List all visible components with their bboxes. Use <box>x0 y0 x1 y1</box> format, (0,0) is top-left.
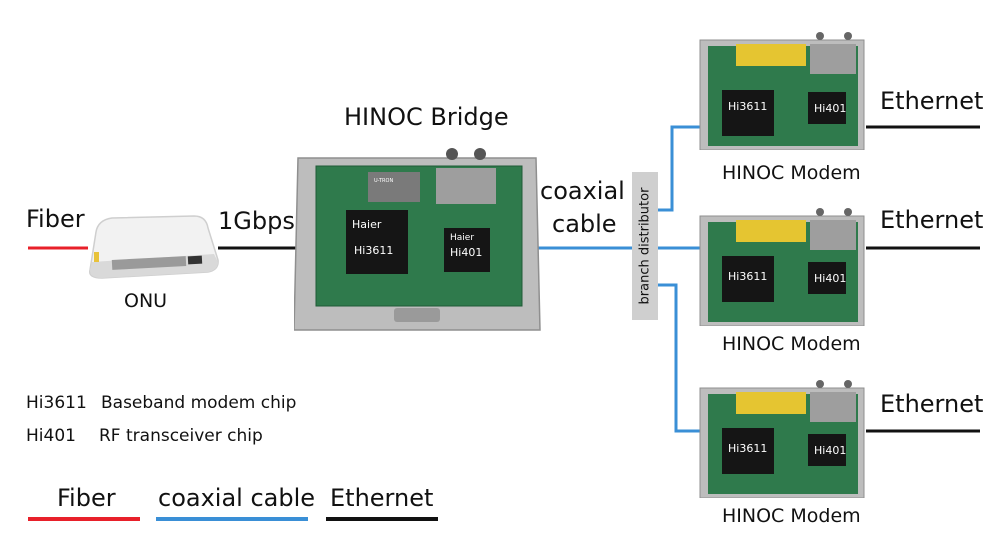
coax-modem-1-line <box>658 125 700 212</box>
glossary-code-1: Hi3611 <box>26 393 87 413</box>
fiber-label: Fiber <box>26 205 85 233</box>
bridge-baseband-chip-label: Hi3611 <box>354 244 393 257</box>
link-speed-label: 1Gbps <box>218 207 295 235</box>
glossary-code-2: Hi401 <box>26 426 76 446</box>
ethernet-label-3: Ethernet <box>880 390 984 418</box>
modem-device-2: Hi3611 Hi401 <box>699 208 865 326</box>
modem-2-baseband-chip-label: Hi3611 <box>728 270 767 283</box>
onu-device <box>89 215 219 279</box>
onu-label: ONU <box>124 290 168 312</box>
coax-label-line-1: coaxial <box>540 177 625 205</box>
modem-label-3: HINOC Modem <box>722 505 861 527</box>
bridge-device: U-TRON Haier Hi3611 Haier Hi401 <box>294 148 541 331</box>
modem-1-rf-chip-label: Hi401 <box>814 102 846 115</box>
modem-1-baseband-chip-label: Hi3611 <box>728 100 767 113</box>
bridge-tuner-label: U-TRON <box>374 178 393 184</box>
coax-label-line-2: cable <box>552 210 617 238</box>
modem-3-baseband-chip-label: Hi3611 <box>728 442 767 455</box>
legend-ethernet-label: Ethernet <box>330 484 434 512</box>
modem-label-1: HINOC Modem <box>722 162 861 184</box>
ethernet-label-2: Ethernet <box>880 206 984 234</box>
bridge-rf-chip-label: Hi401 <box>450 246 482 259</box>
glossary-desc-2: RF transceiver chip <box>99 426 263 446</box>
bridge-label: HINOC Bridge <box>344 103 509 131</box>
coax-modem-3-line <box>658 283 700 433</box>
modem-device-1: Hi3611 Hi401 <box>699 32 865 150</box>
glossary-desc-1: Baseband modem chip <box>101 393 297 413</box>
bridge-rf-brand-label: Haier <box>450 233 474 243</box>
ethernet-label-1: Ethernet <box>880 87 984 115</box>
modem-label-2: HINOC Modem <box>722 333 861 355</box>
modem-2-rf-chip-label: Hi401 <box>814 272 846 285</box>
legend-fiber-label: Fiber <box>57 484 116 512</box>
modem-3-rf-chip-label: Hi401 <box>814 444 846 457</box>
legend-coax-label: coaxial cable <box>158 484 316 512</box>
modem-device-3: Hi3611 Hi401 <box>699 380 865 498</box>
branch-distributor-label: branch distributor <box>637 187 653 305</box>
bridge-brand-label: Haier <box>352 218 382 231</box>
branch-distributor <box>632 172 658 320</box>
